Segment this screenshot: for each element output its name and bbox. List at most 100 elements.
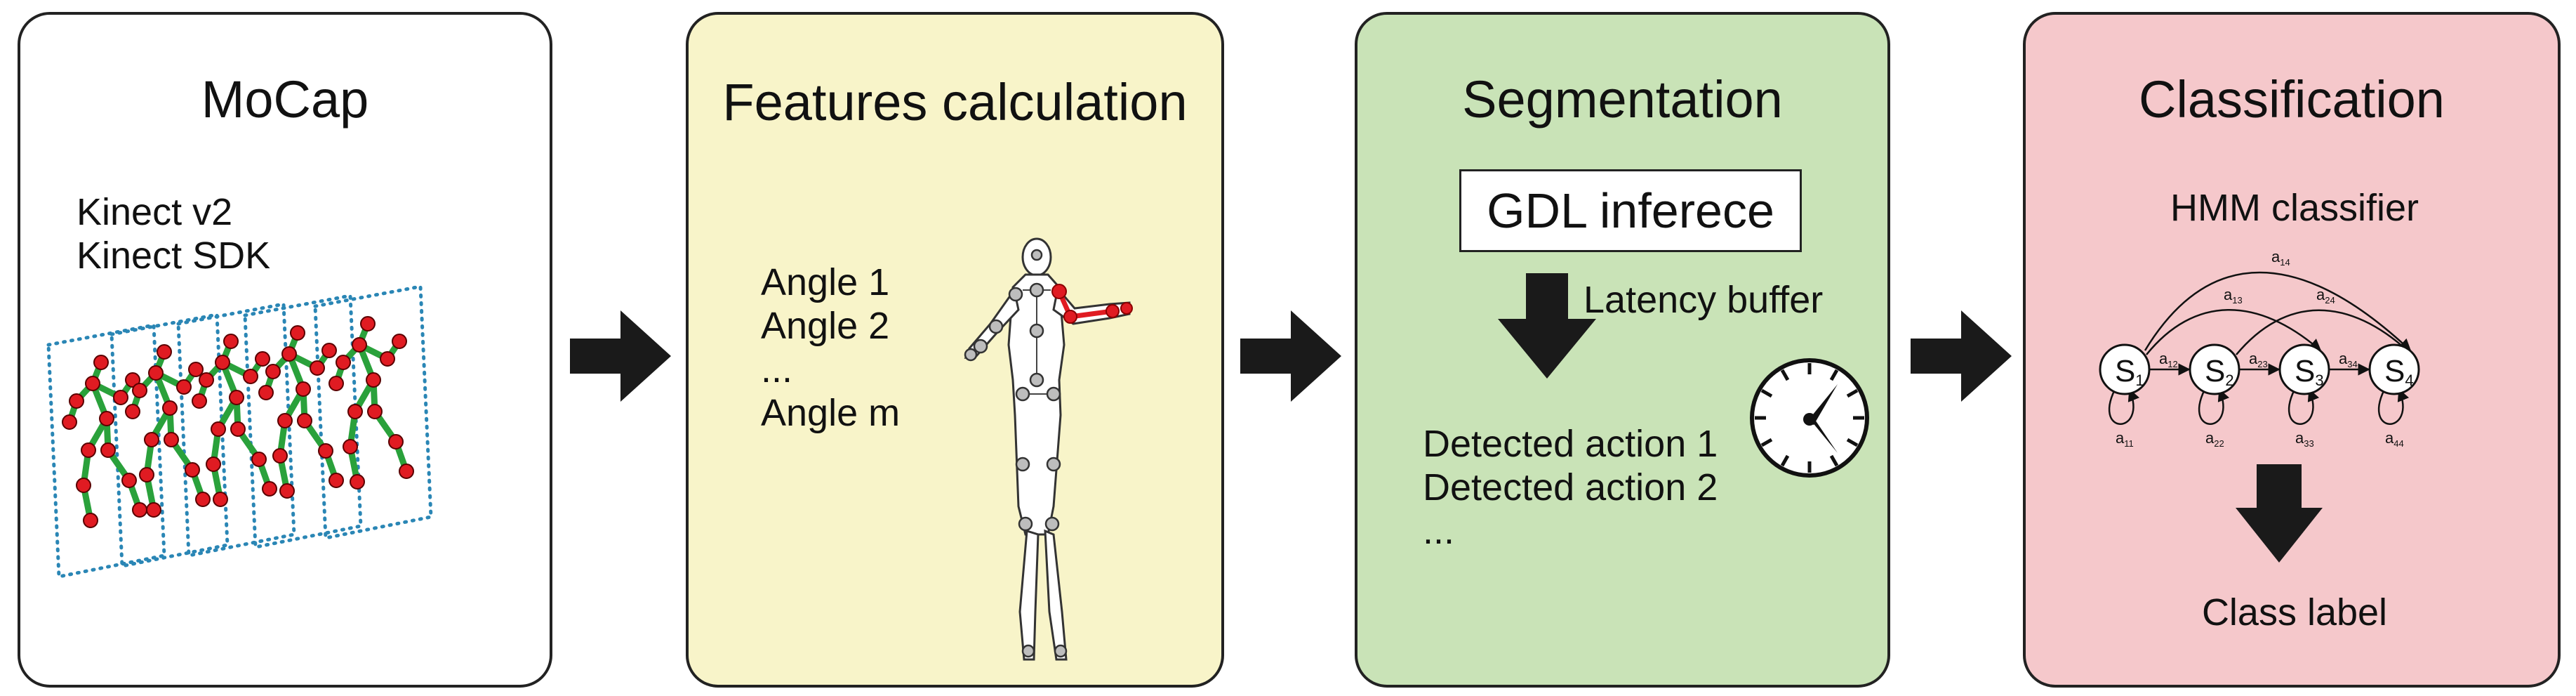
- frame-outline: [176, 302, 296, 558]
- skeleton-joint: [125, 372, 140, 388]
- skeleton-joint: [392, 334, 407, 349]
- skeleton-joint: [213, 492, 228, 507]
- stage-title-features: Features calculation: [722, 73, 1188, 131]
- skeleton-joint: [215, 355, 230, 370]
- body-figure-illustration: [964, 237, 1133, 661]
- skeleton-joint: [321, 343, 337, 358]
- skeleton-joint: [297, 413, 312, 428]
- skeleton-joint: [360, 316, 376, 331]
- skeleton-joint: [195, 492, 211, 507]
- skeleton-joint: [148, 365, 164, 381]
- self-a22-label: a22: [2205, 429, 2224, 449]
- skeleton-joint: [310, 360, 325, 376]
- down-arrow-icon: [2236, 464, 2323, 563]
- flow-arrow-1: [570, 310, 671, 402]
- skeleton-joint: [100, 442, 116, 458]
- skeleton-joint: [121, 473, 137, 488]
- frame-outline: [313, 284, 433, 541]
- gdl-inference-label: GDL inferece: [1487, 183, 1774, 238]
- flow-arrow-3: [1911, 310, 2012, 402]
- state-3-label: S3: [2295, 354, 2324, 389]
- skeleton-joint: [352, 337, 367, 353]
- detected-action-ellipsis: ...: [1423, 510, 1455, 552]
- skeleton-joint: [185, 462, 200, 478]
- skeleton-joint: [399, 464, 414, 479]
- skeleton-joint: [132, 502, 147, 518]
- hmm-state-diagram: S1 S2 S3 S4 a12 a23 a34 a11 a22 a33 a44 …: [2099, 248, 2420, 449]
- skeleton-joint: [199, 372, 214, 388]
- hmm-state-4: [2368, 343, 2420, 395]
- skeleton-joint: [229, 390, 244, 405]
- skeleton-joint: [93, 355, 109, 370]
- skeleton-joint: [277, 413, 293, 428]
- skip-a14-label: a14: [2271, 248, 2290, 268]
- skeleton-joint: [328, 376, 344, 391]
- skeleton-joint: [81, 442, 96, 458]
- gdl-inference-box: GDL inferece: [1459, 169, 1802, 252]
- sensor-name: Kinect v2: [77, 191, 233, 233]
- skeleton-joint: [132, 383, 147, 398]
- skeleton-joint: [230, 421, 246, 437]
- skeleton-joint: [279, 483, 295, 499]
- self-a44-label: a44: [2385, 429, 2404, 449]
- stage-title-mocap: MoCap: [201, 70, 369, 129]
- detected-action-1: Detected action 1: [1423, 423, 1718, 465]
- stage-title-segmentation: Segmentation: [1462, 70, 1783, 129]
- feature-angle-m: Angle m: [761, 392, 901, 434]
- transition-a23-label: a23: [2249, 350, 2268, 369]
- frame-outline: [109, 313, 230, 569]
- skeleton-joint: [281, 346, 297, 362]
- skeleton-joint: [139, 467, 154, 482]
- skeleton-joint: [296, 381, 311, 397]
- hmm-state-1: [2099, 343, 2151, 395]
- clock-icon: [1750, 358, 1869, 478]
- feature-angle-2: Angle 2: [761, 305, 890, 347]
- transition-a34-label: a34: [2339, 350, 2358, 369]
- skeleton-frames-illustration: [46, 284, 433, 579]
- feature-ellipsis: ...: [761, 348, 793, 390]
- skeleton-joint: [290, 325, 305, 341]
- skeleton-joint: [367, 404, 383, 419]
- skeleton-joint: [162, 400, 178, 416]
- skeleton-joint: [62, 414, 77, 430]
- stage-segmentation: Segmentation GDL inferece Latency buffer…: [1355, 12, 1890, 688]
- skeleton-joint: [366, 372, 381, 388]
- stage-title-classification: Classification: [2139, 70, 2445, 129]
- skeleton-joint: [157, 344, 172, 360]
- skeleton-joint: [272, 448, 288, 464]
- down-arrow-icon: [1498, 273, 1596, 379]
- state-2-label: S2: [2205, 354, 2234, 389]
- skeleton-joint: [188, 362, 204, 377]
- skeleton-joint: [336, 355, 351, 370]
- skeleton-joint: [265, 364, 281, 379]
- skeleton-joint: [350, 474, 365, 490]
- frame-outline: [243, 294, 363, 550]
- skeleton-joint: [388, 434, 404, 449]
- stage-mocap: MoCap Kinect v2 Kinect SDK: [18, 12, 552, 688]
- skeleton-joint: [380, 351, 395, 367]
- latency-buffer-label: Latency buffer: [1584, 279, 1824, 321]
- skeleton-joint: [85, 376, 100, 391]
- skeleton-joint: [347, 404, 363, 419]
- skeleton-joint: [164, 432, 179, 447]
- transition-a12-label: a12: [2159, 350, 2178, 369]
- feature-angle-1: Angle 1: [761, 261, 890, 303]
- stage-classification: Classification HMM classifier S1 S2: [2023, 12, 2561, 688]
- hmm-classifier-label: HMM classifier: [2170, 187, 2419, 229]
- skip-a24-label: a24: [2316, 286, 2335, 306]
- hmm-state-3: [2278, 343, 2330, 395]
- skeleton-joint: [258, 385, 274, 400]
- skip-a13-label: a13: [2224, 286, 2243, 306]
- skeleton-joint: [146, 502, 161, 518]
- state-1-label: S1: [2115, 354, 2144, 389]
- stage-features: Features calculation Angle 1 Angle 2 ...…: [686, 12, 1224, 688]
- skeleton-joint: [318, 443, 333, 459]
- skeleton-joint: [343, 439, 358, 454]
- skeleton-joint: [243, 369, 258, 384]
- sdk-name: Kinect SDK: [77, 235, 271, 277]
- skeleton-joint: [328, 473, 344, 488]
- skeleton-joint: [83, 513, 98, 528]
- class-label-output: Class label: [2201, 591, 2388, 633]
- skeleton-joint: [206, 457, 221, 472]
- skeleton-joint: [76, 478, 91, 493]
